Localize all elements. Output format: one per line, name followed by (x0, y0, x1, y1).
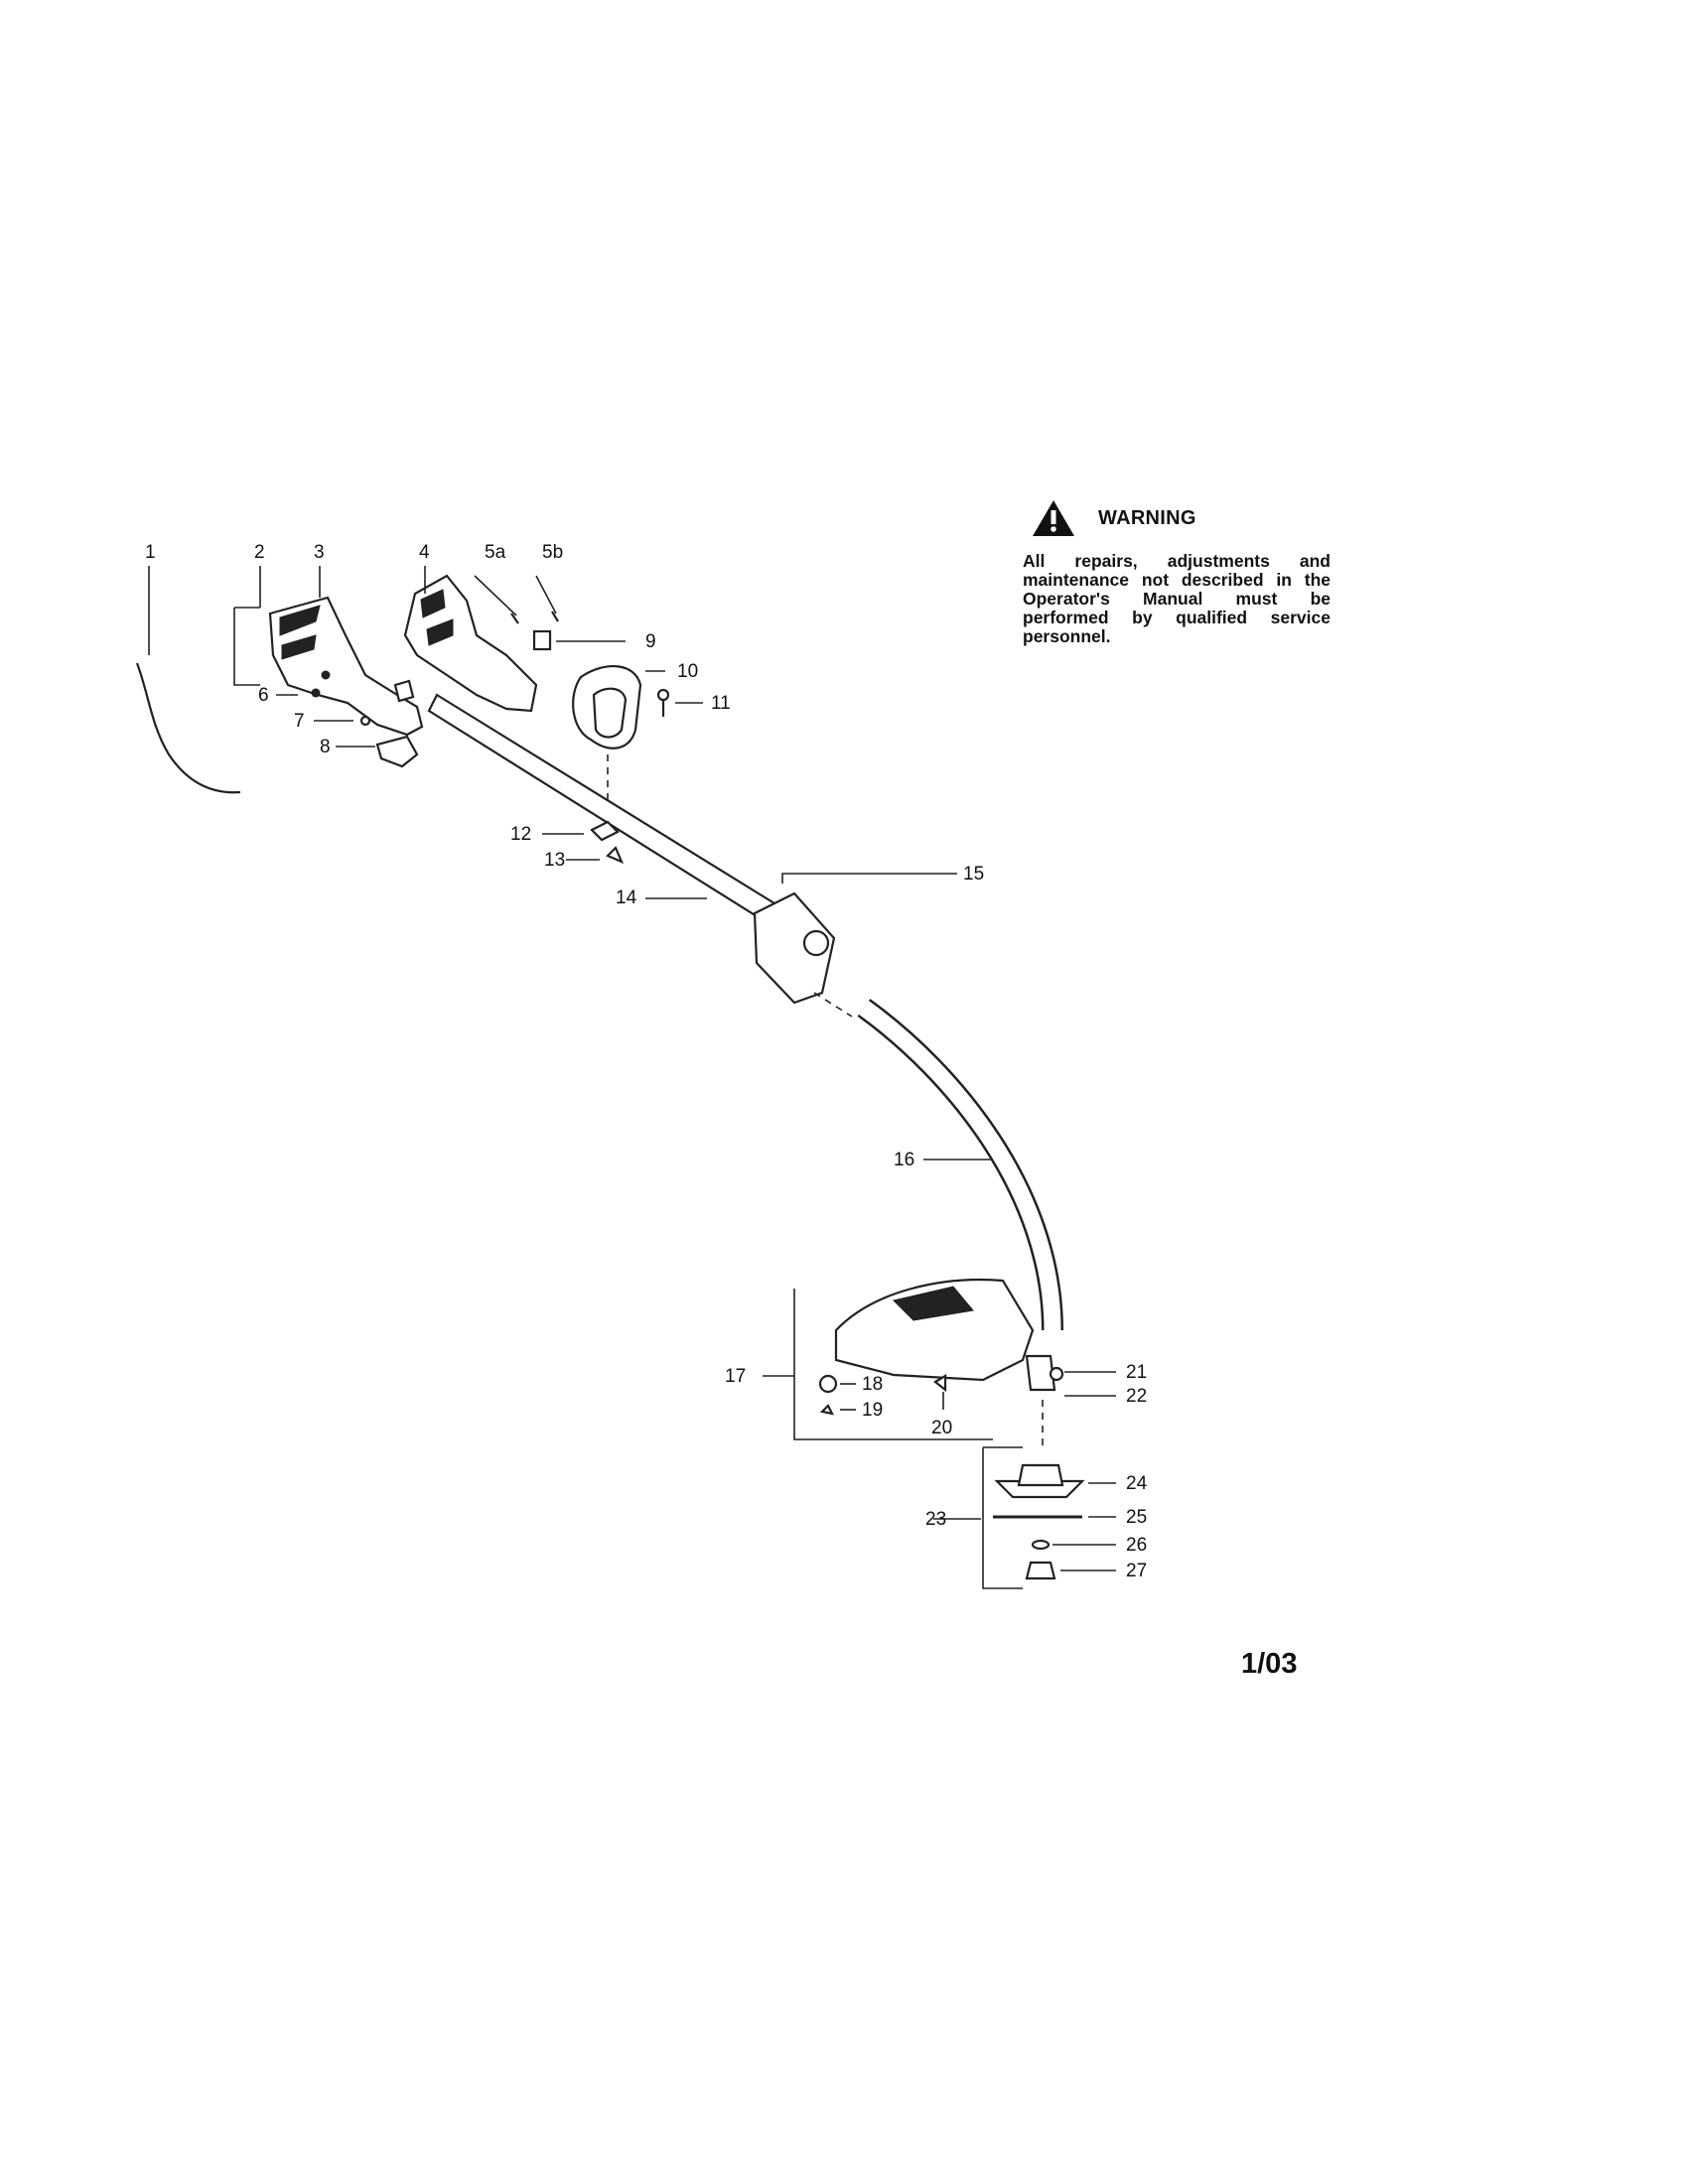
callout-13: 13 (544, 850, 565, 871)
warning-box: WARNING All repairs, adjustments and mai… (1023, 496, 1331, 646)
parts-12-13-hardware (542, 820, 625, 865)
callout-1: 1 (145, 542, 156, 563)
callout-6: 6 (258, 685, 269, 706)
warning-header: WARNING (1031, 496, 1331, 540)
callout-20: 20 (931, 1418, 952, 1438)
callout-12: 12 (510, 824, 531, 845)
part-11-screw (656, 688, 703, 717)
callout-21: 21 (1126, 1362, 1147, 1383)
parts-5-screws (474, 575, 559, 624)
callout-10: 10 (677, 661, 698, 682)
part-16-lower-shaft (857, 999, 1063, 1331)
callout-5a: 5a (485, 542, 506, 563)
callout-25: 25 (1126, 1507, 1147, 1528)
part-23-head-kit (933, 1446, 1023, 1589)
callout-9: 9 (645, 631, 656, 652)
part-1-cable (135, 566, 241, 794)
callout-11: 11 (711, 693, 731, 714)
callout-8: 8 (320, 737, 331, 757)
callout-4: 4 (419, 542, 430, 563)
callout-17: 17 (725, 1366, 746, 1387)
parts-24-27-head (993, 1463, 1116, 1580)
part-10-front-handle (572, 665, 665, 824)
callout-16: 16 (894, 1150, 914, 1170)
callout-3: 3 (314, 542, 325, 563)
part-3-handle-half (233, 566, 424, 737)
callout-18: 18 (862, 1374, 883, 1395)
part-4-handle-half (403, 566, 538, 713)
warning-text: All repairs, adjustments and maintenance… (1023, 551, 1331, 646)
part-9-switch (532, 629, 626, 651)
callout-23: 23 (925, 1509, 946, 1530)
callout-24: 24 (1126, 1473, 1148, 1494)
parts-21-22-hub (1025, 1354, 1116, 1449)
callout-2: 2 (254, 542, 265, 563)
page-code: 1/03 (1241, 1648, 1298, 1680)
parts-18-19-20 (818, 1374, 947, 1416)
callout-19: 19 (862, 1400, 883, 1421)
callout-22: 22 (1126, 1386, 1147, 1407)
callout-14: 14 (616, 887, 637, 908)
callout-15: 15 (963, 864, 984, 885)
callout-5b: 5b (542, 542, 563, 563)
warning-title: WARNING (1098, 506, 1196, 529)
callout-26: 26 (1126, 1535, 1147, 1556)
part-15-coupler (753, 873, 957, 1018)
callout-7: 7 (294, 711, 305, 732)
part-17-guard (763, 1278, 1035, 1440)
warning-triangle-icon (1033, 500, 1074, 536)
callout-27: 27 (1126, 1561, 1147, 1581)
parts-6-7-8-hardware (276, 694, 419, 768)
